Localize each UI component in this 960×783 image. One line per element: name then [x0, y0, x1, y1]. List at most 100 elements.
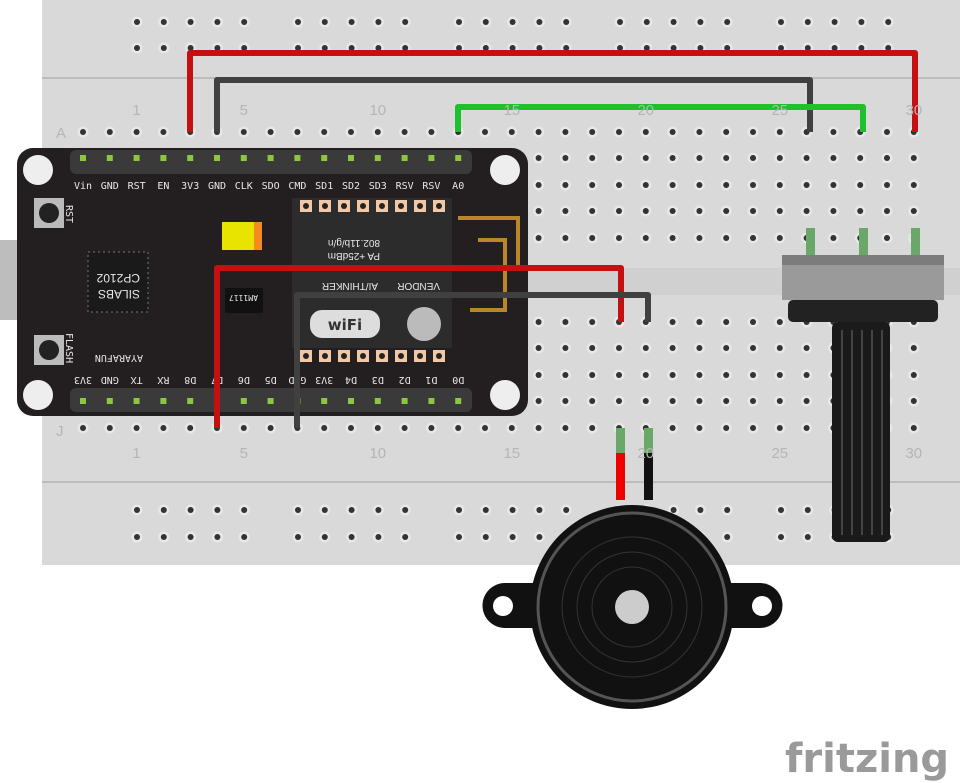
hole-center [669, 182, 676, 188]
flash-button-cap [39, 340, 59, 360]
buzzer-mount-hole [493, 596, 513, 616]
hole-center [267, 129, 274, 135]
header-pin [455, 155, 462, 161]
header-pin [428, 398, 435, 404]
hole-center [778, 534, 784, 540]
pad-hole [436, 203, 442, 209]
bottom-pin-label: 3V3 [74, 374, 92, 385]
pad-hole [417, 203, 423, 209]
hole-center [187, 425, 194, 431]
hole-center [295, 534, 301, 540]
column-number: 30 [905, 102, 922, 119]
hole-center [643, 45, 650, 51]
hole-center [134, 534, 140, 540]
pad-hole [417, 353, 423, 359]
hole-center [910, 425, 917, 431]
hole-center [776, 398, 783, 404]
hole-center [133, 129, 140, 135]
top-pin-label: EN [157, 181, 169, 192]
top-pin-label: RSV [396, 181, 414, 192]
hole-center [321, 129, 328, 135]
hole-center [375, 507, 382, 513]
top-pin-label: CMD [288, 181, 306, 192]
hole-center [669, 235, 676, 241]
hole-center [535, 425, 542, 431]
hole-center [214, 45, 221, 51]
hole-center [776, 345, 783, 351]
hole-center [696, 372, 703, 378]
hole-center [482, 534, 489, 540]
hole-center [241, 507, 248, 513]
wire-red-3v3[interactable] [187, 50, 918, 132]
top-pin-label: GND [208, 181, 226, 192]
buzzer-lead-tip [644, 428, 653, 453]
wire-black-buzzer[interactable] [294, 292, 651, 428]
header-pin [133, 155, 140, 161]
hole-center [910, 182, 917, 188]
hole-center [482, 425, 488, 431]
hole-center [750, 155, 756, 161]
header-pin [80, 398, 86, 404]
buzzer-center [615, 590, 649, 624]
column-number: 1 [132, 102, 140, 119]
hole-center [776, 155, 783, 161]
hole-center [348, 534, 355, 540]
wire-green-a0[interactable] [455, 104, 866, 132]
header-pin [348, 398, 354, 404]
hole-center [535, 235, 542, 241]
hole-center [294, 129, 301, 135]
hole-center [562, 155, 569, 161]
hole-center [616, 372, 622, 378]
hole-center [80, 129, 86, 135]
hole-center [536, 534, 543, 540]
hole-center [830, 235, 837, 241]
header-pin [321, 155, 328, 161]
hole-center [803, 398, 810, 404]
hole-center [776, 129, 783, 135]
buzzer-lead-red [616, 428, 625, 500]
potentiometer-leg [911, 228, 920, 256]
hole-center [456, 45, 462, 51]
column-number: 20 [637, 445, 654, 462]
nodemcu-board: VinD0GNDD1RSTD2END33V3D4GND3V3CLKGNDSDOD… [0, 148, 528, 416]
hole-center [642, 155, 649, 161]
hole-center [910, 155, 917, 161]
header-pin [428, 155, 435, 161]
hole-center [428, 129, 435, 135]
mount-hole [490, 155, 520, 185]
hole-center [750, 235, 756, 241]
hole-center [535, 155, 542, 161]
hole-center [804, 19, 811, 25]
hole-center [857, 182, 864, 188]
hole-center [482, 507, 489, 513]
hole-center [509, 45, 516, 51]
hole-center [456, 19, 462, 25]
hole-center [642, 398, 649, 404]
module-standard: 802.11b/g/n [328, 237, 380, 248]
hole-center [133, 425, 140, 431]
hole-center [348, 507, 355, 513]
hole-center [509, 534, 516, 540]
capacitor-band [254, 222, 262, 250]
hole-center [858, 19, 865, 25]
hole-center [482, 19, 489, 25]
hole-center [642, 235, 649, 241]
header-pin [187, 155, 194, 161]
hole-center [562, 372, 569, 378]
header-pin [401, 398, 408, 404]
hole-center [778, 19, 784, 25]
hole-center [910, 208, 917, 214]
hole-center [589, 425, 596, 431]
hole-center [884, 182, 890, 188]
hole-center [321, 45, 328, 51]
hole-center [401, 425, 408, 431]
hole-center [616, 208, 622, 214]
hole-center [724, 534, 731, 540]
hole-center [106, 129, 113, 135]
hole-center [696, 155, 703, 161]
hole-center [642, 345, 649, 351]
hole-center [830, 129, 837, 135]
header-pin [321, 398, 328, 404]
pad-hole [303, 203, 309, 209]
